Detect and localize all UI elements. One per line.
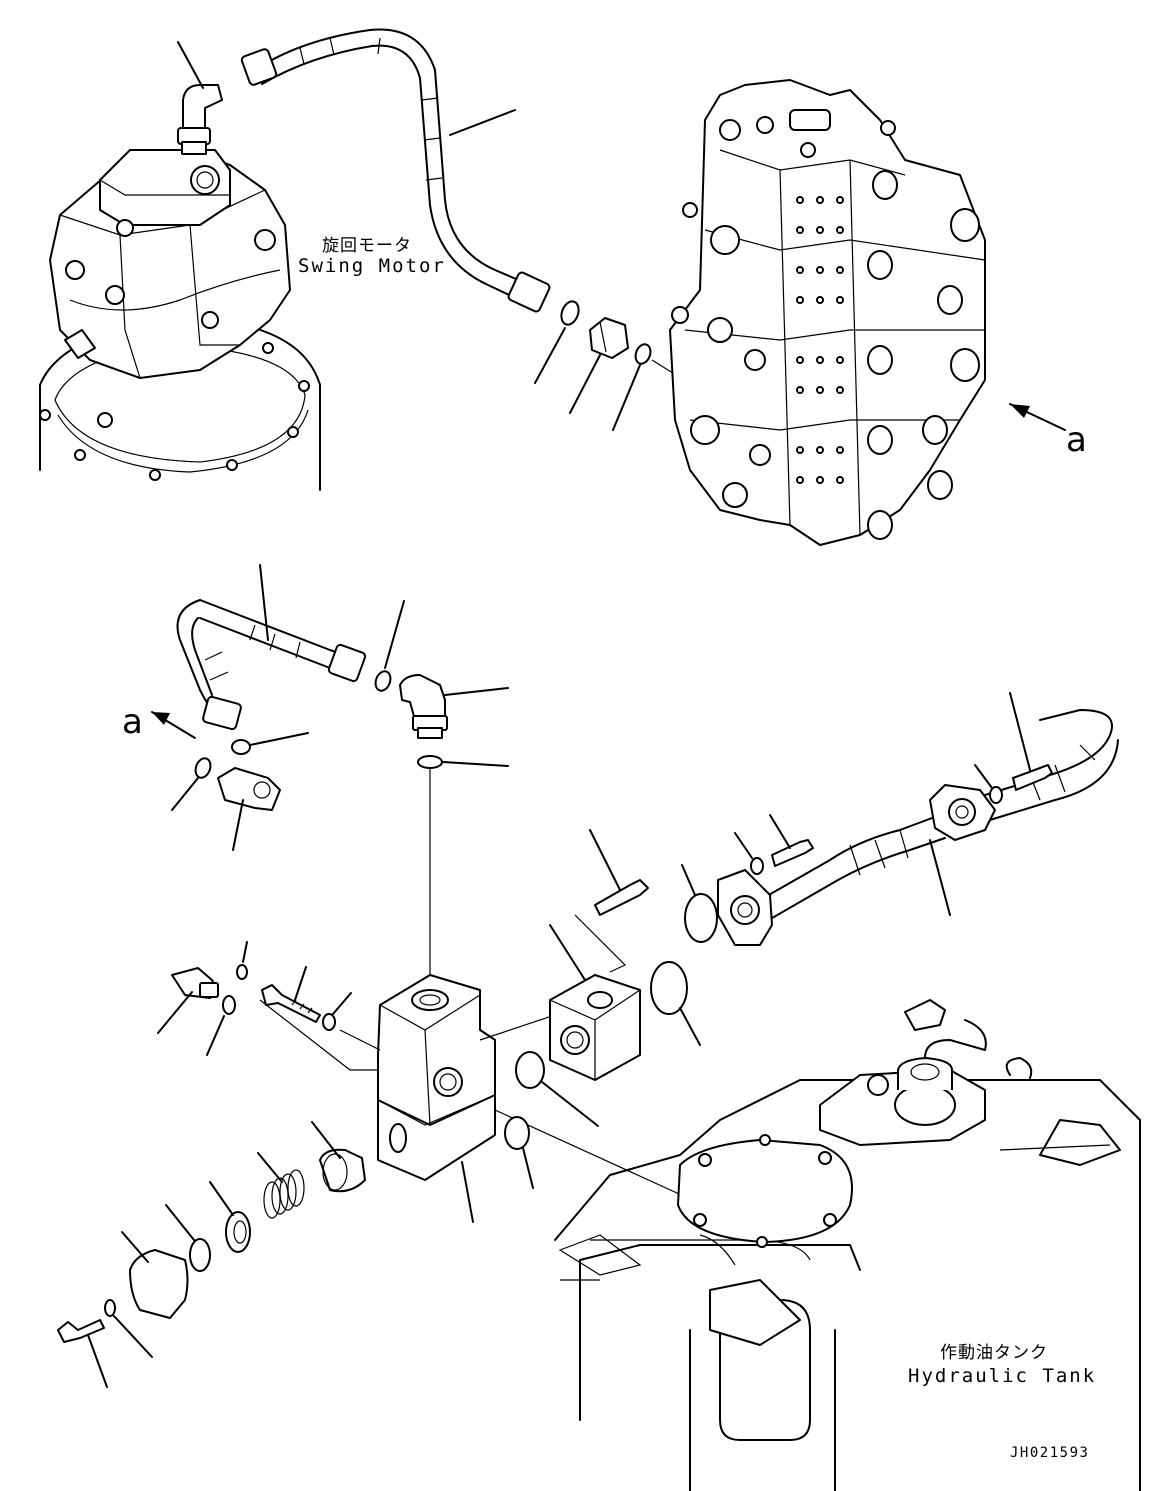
middle-hose (176, 564, 509, 1040)
control-valve (669, 79, 1066, 546)
reference-arrow-label-right: a (1066, 420, 1087, 460)
valve-block-assembly (259, 974, 781, 1241)
check-valve-parts (57, 1121, 366, 1388)
hydraulic-tank-label-en: Hydraulic Tank (908, 1365, 1097, 1387)
swing-motor-label-en: Swing Motor (298, 255, 446, 277)
return-pipe (717, 692, 1119, 946)
hydraulic-tank-label-jp: 作動油タンク (940, 1343, 1048, 1363)
swing-motor-label-jp: 旋回モータ (322, 236, 412, 256)
left-small-parts (157, 941, 352, 1056)
swing-motor (39, 41, 321, 491)
drawing-code: JH021593 (1010, 1445, 1090, 1461)
reference-arrow-label-left: a (122, 702, 143, 742)
right-block-parts (504, 829, 718, 1189)
top-hose (240, 28, 551, 313)
swivel-fitting-group (151, 711, 309, 851)
hydraulic-tank (554, 999, 1141, 1491)
